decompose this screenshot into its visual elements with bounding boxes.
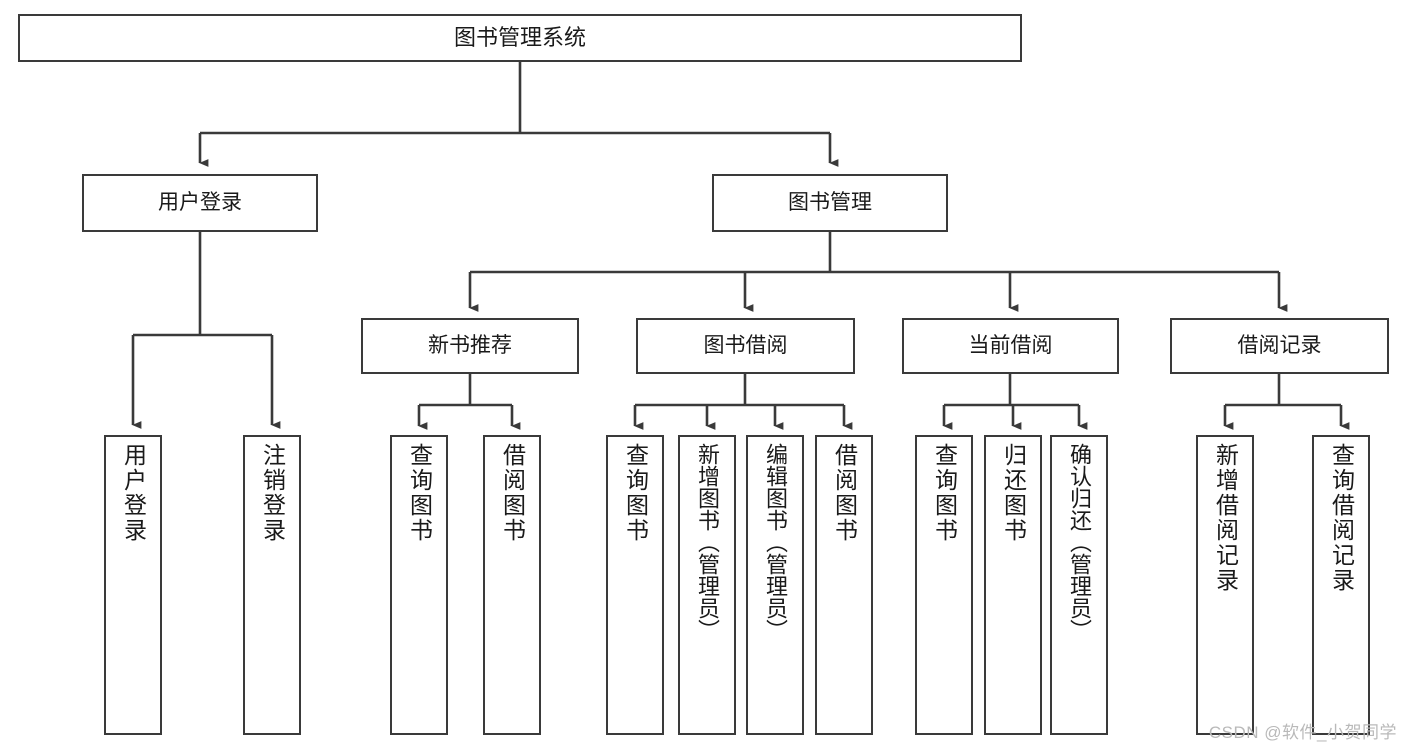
node-label: 用户登录 (158, 190, 242, 214)
node-current-borrow[interactable]: 当前借阅 (902, 318, 1119, 374)
node-book-management[interactable]: 图书管理 (712, 174, 948, 232)
node-new-book-recommend[interactable]: 新书推荐 (361, 318, 579, 374)
node-label: 查询图书 (622, 443, 649, 543)
node-label: 新增借阅记录 (1212, 443, 1239, 593)
leaf-edit-book-admin[interactable]: 编辑图书（管理员） (746, 435, 804, 735)
leaf-add-borrow-record[interactable]: 新增借阅记录 (1196, 435, 1254, 735)
node-borrow-record[interactable]: 借阅记录 (1170, 318, 1389, 374)
node-label: 确认归还（管理员） (1067, 443, 1092, 641)
leaf-query-borrow-record[interactable]: 查询借阅记录 (1312, 435, 1370, 735)
csdn-watermark: CSDN @软件_小贺同学 (1208, 723, 1397, 742)
node-label: 用户登录 (120, 443, 147, 543)
node-label: 图书管理 (788, 190, 872, 214)
leaf-query-book-current[interactable]: 查询图书 (915, 435, 973, 735)
node-label: 图书借阅 (703, 333, 788, 357)
leaf-confirm-return-admin[interactable]: 确认归还（管理员） (1050, 435, 1108, 735)
node-label: 查询图书 (406, 443, 433, 543)
node-label: 新增图书（管理员） (695, 443, 720, 641)
node-label: 归还图书 (1000, 443, 1027, 543)
node-label: 当前借阅 (968, 333, 1053, 357)
leaf-return-book[interactable]: 归还图书 (984, 435, 1042, 735)
leaf-add-book-admin[interactable]: 新增图书（管理员） (678, 435, 736, 735)
node-root-system[interactable]: 图书管理系统 (18, 14, 1022, 62)
leaf-borrow-book[interactable]: 借阅图书 (815, 435, 873, 735)
leaf-user-login[interactable]: 用户登录 (104, 435, 162, 735)
leaf-query-book-recommend[interactable]: 查询图书 (390, 435, 448, 735)
node-user-login[interactable]: 用户登录 (82, 174, 318, 232)
node-book-borrow[interactable]: 图书借阅 (636, 318, 855, 374)
node-label: 图书管理系统 (453, 25, 586, 51)
node-label: 新书推荐 (428, 333, 512, 357)
node-label: 借阅图书 (831, 443, 858, 543)
node-label: 借阅记录 (1237, 333, 1322, 357)
node-label: 编辑图书（管理员） (763, 443, 788, 641)
node-label: 查询图书 (931, 443, 958, 543)
node-label: 注销登录 (259, 443, 286, 543)
leaf-borrow-book-recommend[interactable]: 借阅图书 (483, 435, 541, 735)
leaf-query-book-borrow[interactable]: 查询图书 (606, 435, 664, 735)
node-label: 借阅图书 (499, 443, 526, 543)
leaf-logout-login[interactable]: 注销登录 (243, 435, 301, 735)
node-label: 查询借阅记录 (1328, 443, 1355, 593)
